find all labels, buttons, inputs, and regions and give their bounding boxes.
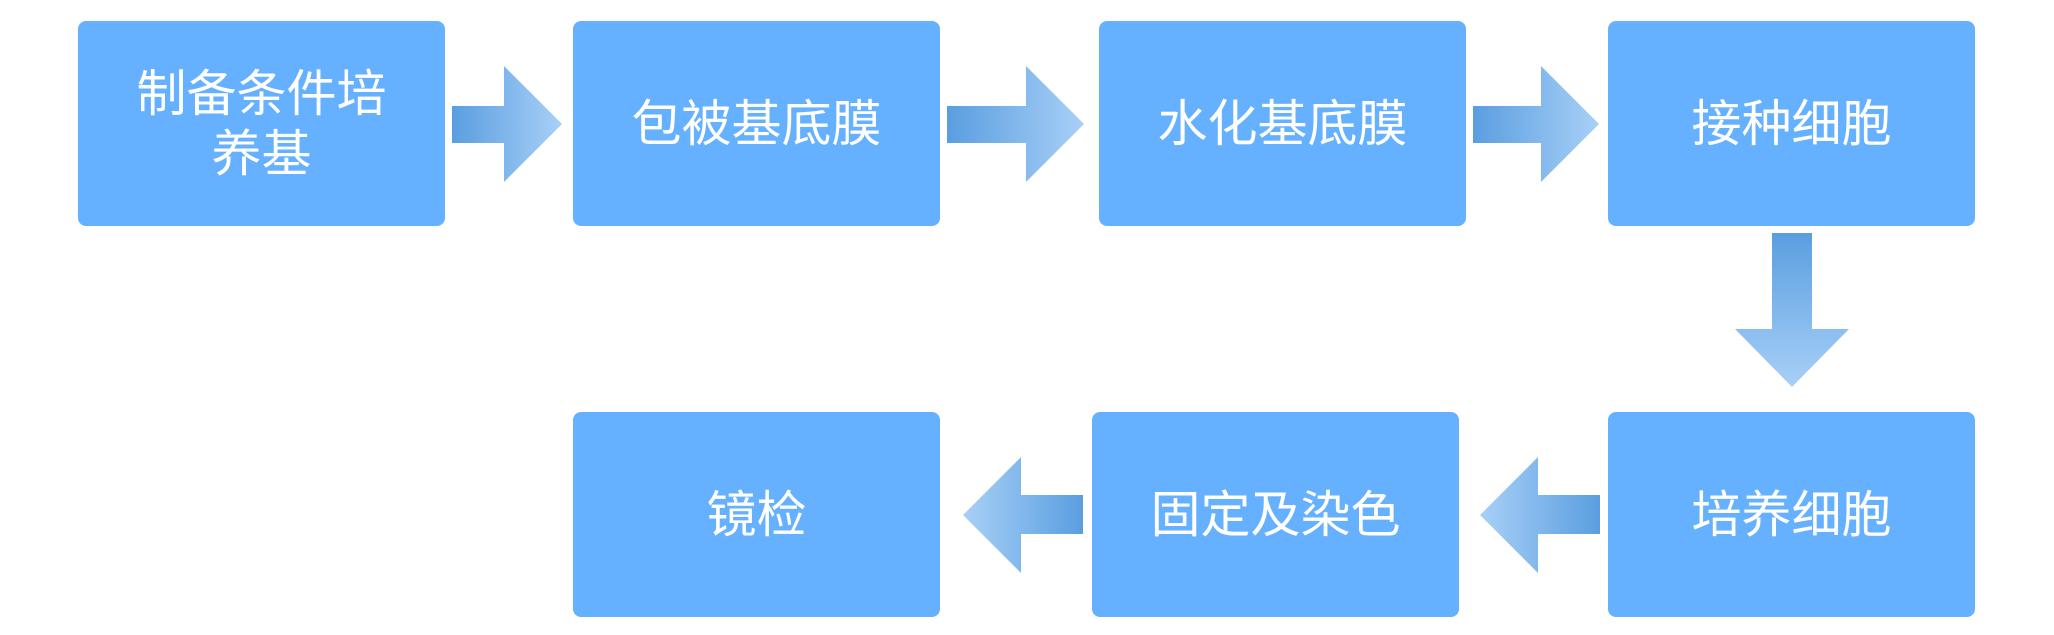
step-label: 包被基底膜	[631, 94, 882, 153]
step-coat-basement-membrane: 包被基底膜	[573, 21, 940, 226]
step-label: 水化基底膜	[1157, 94, 1408, 153]
step-culture-cells: 培养细胞	[1608, 412, 1975, 617]
arrow-down	[1735, 233, 1849, 387]
arrow-left-2	[963, 457, 1083, 573]
arrow-right-3	[1473, 66, 1599, 182]
step-label: 培养细胞	[1691, 485, 1892, 544]
step-hydrate-basement-membrane: 水化基底膜	[1099, 21, 1466, 226]
step-prepare-conditioned-medium: 制备条件培养基	[78, 21, 445, 226]
step-label: 接种细胞	[1691, 94, 1892, 153]
step-microscopy: 镜检	[573, 412, 940, 617]
arrow-right-2	[947, 66, 1084, 182]
arrow-right-1	[452, 66, 562, 182]
step-seed-cells: 接种细胞	[1608, 21, 1975, 226]
step-fix-and-stain: 固定及染色	[1092, 412, 1459, 617]
step-label: 镜检	[706, 485, 807, 544]
step-label: 固定及染色	[1150, 485, 1401, 544]
arrow-left-1	[1480, 457, 1600, 573]
step-label: 制备条件培养基	[136, 64, 387, 183]
